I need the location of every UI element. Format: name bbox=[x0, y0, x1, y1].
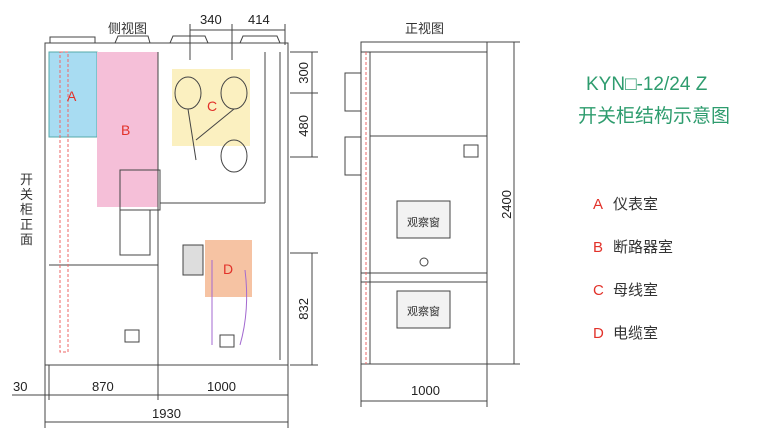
legend-text: 电缆室 bbox=[613, 325, 659, 342]
title-description: 开关柜结构示意图 bbox=[578, 106, 731, 127]
zone-a-instrument bbox=[48, 51, 98, 138]
dim-1930: 1930 bbox=[152, 406, 181, 421]
dim-480: 480 bbox=[296, 115, 311, 137]
legend-item-d: D 电缆室 bbox=[593, 322, 658, 343]
dim-870: 870 bbox=[92, 379, 114, 394]
observation-window-2 bbox=[396, 290, 451, 329]
zone-c-label: C bbox=[207, 98, 218, 114]
legend-letter: B bbox=[593, 239, 604, 256]
observation-window-1 bbox=[396, 200, 451, 239]
title-model: KYN□-12/24 Z bbox=[586, 74, 708, 95]
legend-text: 母线室 bbox=[613, 282, 659, 299]
legend-item-b: B 断路器室 bbox=[593, 236, 673, 257]
zone-b-label: B bbox=[121, 122, 131, 138]
legend-text: 仪表室 bbox=[613, 196, 659, 213]
front-view-label: 正视图 bbox=[405, 21, 445, 36]
zone-d-label: D bbox=[223, 261, 234, 277]
legend-letter: A bbox=[593, 196, 604, 213]
dim-340: 340 bbox=[200, 12, 222, 27]
legend-item-c: C 母线室 bbox=[593, 279, 658, 300]
zone-d-cable bbox=[205, 240, 252, 297]
cabinet-front-label: 开关柜正面 bbox=[20, 172, 34, 247]
side-cabinet-outline bbox=[44, 42, 289, 366]
dim-2400: 2400 bbox=[499, 190, 514, 219]
dim-30: 30 bbox=[13, 379, 28, 394]
window-label-2: 观察窗 bbox=[407, 306, 440, 318]
dim-832: 832 bbox=[296, 298, 311, 320]
dim-1000-side: 1000 bbox=[207, 379, 236, 394]
legend-item-a: A 仪表室 bbox=[593, 193, 658, 214]
zone-a-label: A bbox=[67, 88, 77, 104]
legend-letter: D bbox=[593, 325, 604, 342]
dim-300: 300 bbox=[296, 62, 311, 84]
dim-414: 414 bbox=[248, 12, 270, 27]
zone-b-breaker bbox=[97, 52, 158, 207]
legend-text: 断路器室 bbox=[613, 239, 674, 256]
legend-letter: C bbox=[593, 282, 604, 299]
window-label-1: 观察窗 bbox=[407, 217, 440, 229]
side-view-label: 侧视图 bbox=[108, 21, 148, 36]
zone-c-busbar bbox=[172, 69, 250, 146]
dim-1000-front: 1000 bbox=[411, 383, 440, 398]
